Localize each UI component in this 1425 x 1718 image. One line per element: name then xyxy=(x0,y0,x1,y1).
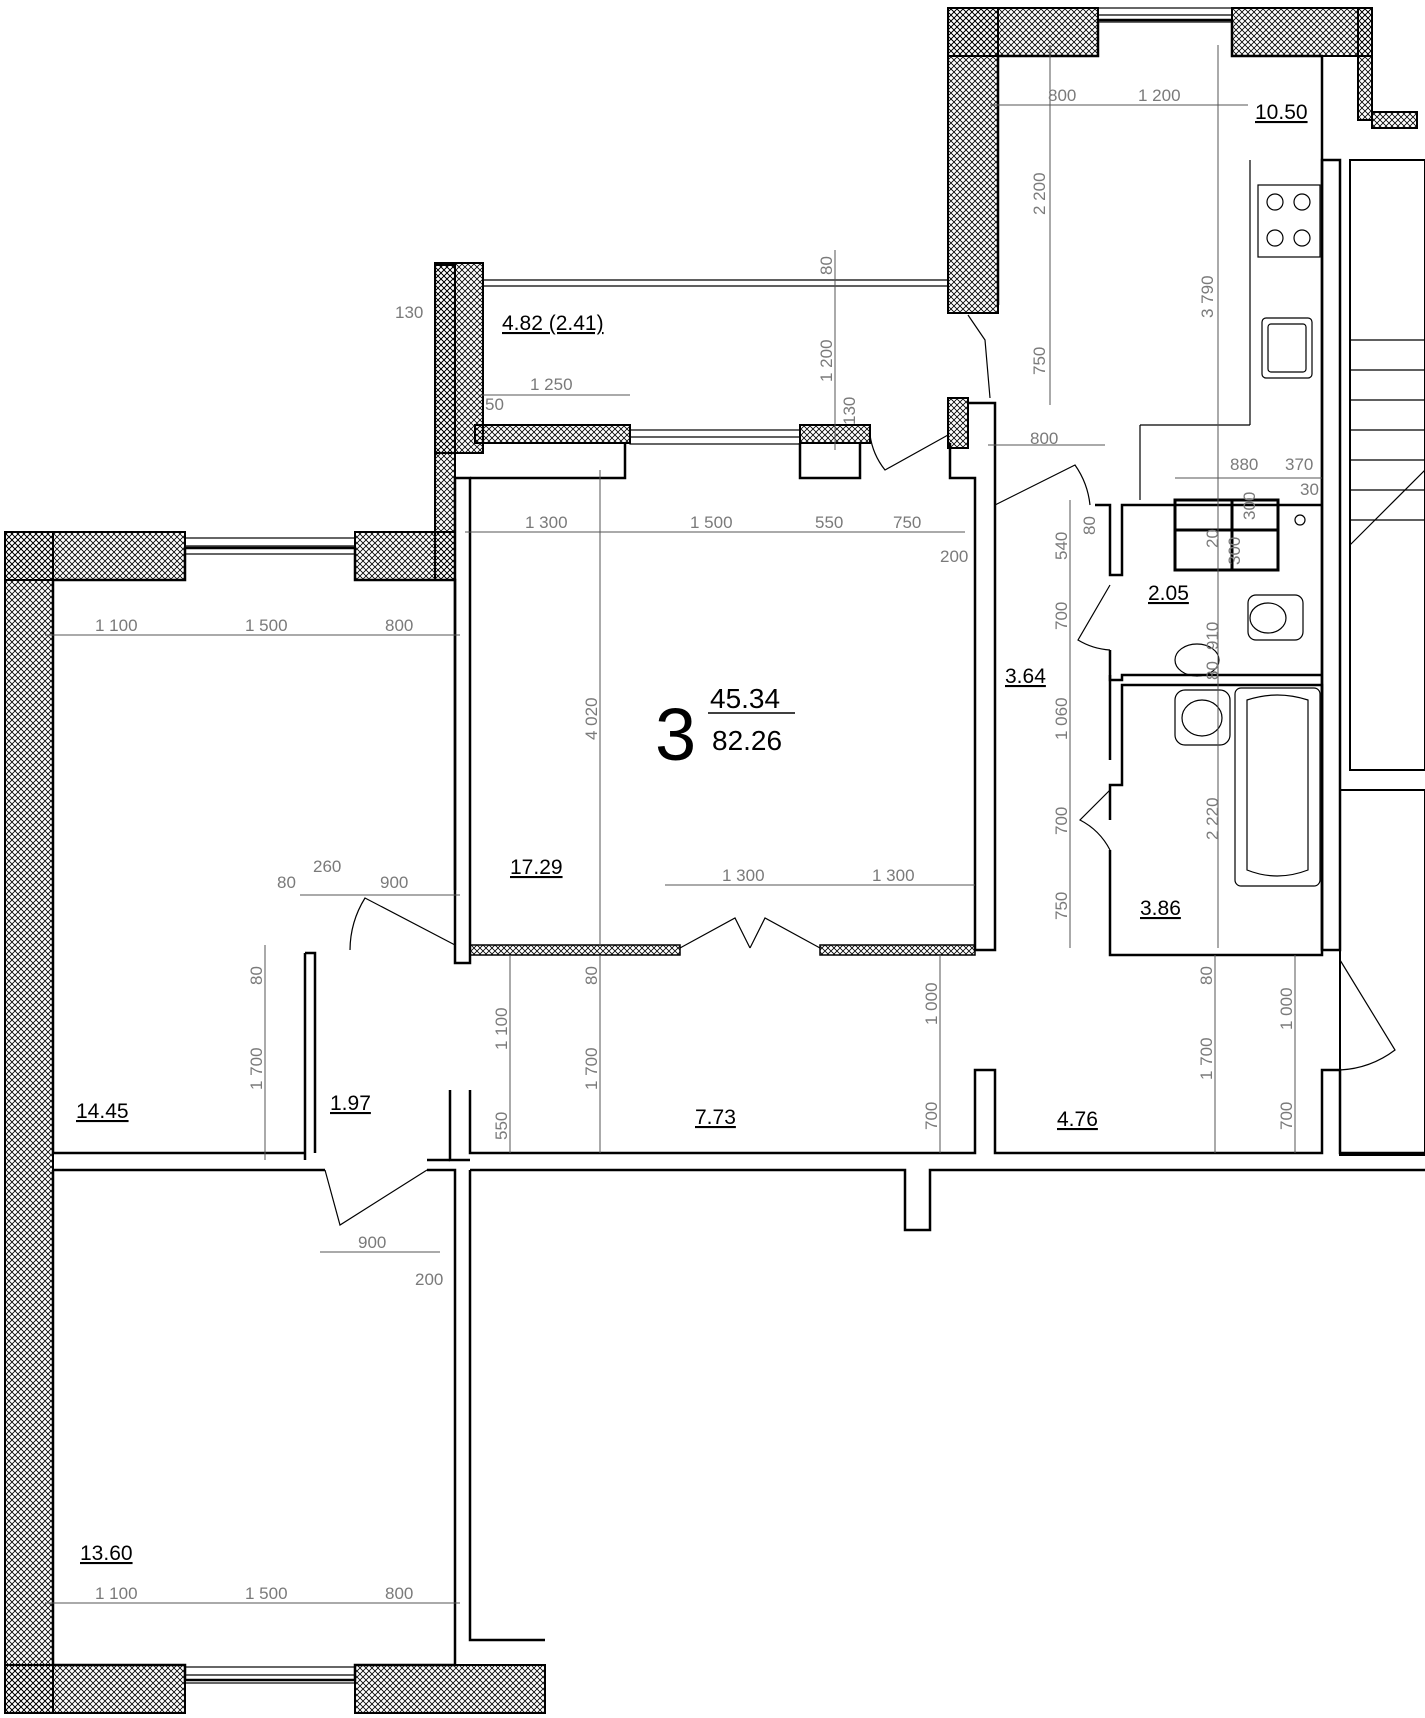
dimension-labels: 800 1 200 2 200 750 3 790 130 80 1 200 1… xyxy=(95,86,1319,1603)
svg-text:80: 80 xyxy=(247,966,266,985)
bathtub-icon xyxy=(1234,687,1321,887)
svg-text:540: 540 xyxy=(1052,532,1071,560)
bath-sink-icon xyxy=(1174,689,1231,746)
stair-steps xyxy=(1349,339,1425,546)
exterior-walls xyxy=(4,7,1418,1714)
svg-text:1 100: 1 100 xyxy=(95,1584,138,1603)
svg-text:700: 700 xyxy=(922,1102,941,1130)
svg-text:880: 880 xyxy=(1230,455,1258,474)
svg-text:80: 80 xyxy=(277,873,296,892)
svg-text:1 250: 1 250 xyxy=(530,375,573,394)
room-area-labels: 10.50 4.82 (2.41) 17.29 14.45 13.60 1.97… xyxy=(76,101,1308,1565)
living-room-area: 17.29 xyxy=(510,856,563,879)
svg-text:20: 20 xyxy=(1203,529,1222,548)
svg-text:1 300: 1 300 xyxy=(722,866,765,885)
svg-text:130: 130 xyxy=(840,397,859,425)
sink-icon xyxy=(1261,317,1313,379)
toilet-area: 2.05 xyxy=(1148,582,1189,605)
svg-text:80: 80 xyxy=(817,256,836,275)
svg-text:1 300: 1 300 xyxy=(872,866,915,885)
balcony-area: 4.82 (2.41) xyxy=(502,312,604,335)
apartment-number: 3 xyxy=(655,693,696,776)
svg-text:1 700: 1 700 xyxy=(1197,1037,1216,1080)
windows xyxy=(184,7,1233,1684)
svg-text:800: 800 xyxy=(385,616,413,635)
svg-text:300: 300 xyxy=(1240,492,1259,520)
bedroom-2-area: 13.60 xyxy=(80,1542,133,1565)
svg-text:800: 800 xyxy=(385,1584,413,1603)
svg-text:1 200: 1 200 xyxy=(817,339,836,382)
svg-text:550: 550 xyxy=(492,1112,511,1140)
dimension-lines xyxy=(45,45,1322,1604)
svg-text:910: 910 xyxy=(1203,622,1222,650)
svg-text:1 700: 1 700 xyxy=(582,1047,601,1090)
svg-text:900: 900 xyxy=(380,873,408,892)
wc-sink-icon xyxy=(1174,643,1220,677)
corridor-area: 7.73 xyxy=(695,1106,736,1129)
svg-text:700: 700 xyxy=(1052,807,1071,835)
svg-text:1 500: 1 500 xyxy=(245,616,288,635)
svg-text:1 100: 1 100 xyxy=(492,1007,511,1050)
svg-text:1 060: 1 060 xyxy=(1052,697,1071,740)
bedroom-1-area: 14.45 xyxy=(76,1100,129,1123)
svg-text:80: 80 xyxy=(1080,516,1099,535)
svg-text:1 700: 1 700 xyxy=(247,1047,266,1090)
svg-text:300: 300 xyxy=(1225,537,1244,565)
apartment-label: 3 45.34 82.26 xyxy=(655,683,795,776)
svg-text:1 500: 1 500 xyxy=(690,513,733,532)
svg-text:4 020: 4 020 xyxy=(582,697,601,740)
svg-text:50: 50 xyxy=(485,395,504,414)
bathroom-fixtures xyxy=(1173,498,1321,887)
svg-text:1 100: 1 100 xyxy=(95,616,138,635)
svg-text:750: 750 xyxy=(1030,347,1049,375)
toilet-icon xyxy=(1247,594,1304,641)
svg-text:1 200: 1 200 xyxy=(1138,86,1181,105)
svg-text:1 000: 1 000 xyxy=(922,982,941,1025)
svg-text:260: 260 xyxy=(313,857,341,876)
svg-text:370: 370 xyxy=(1285,455,1313,474)
svg-text:800: 800 xyxy=(1048,86,1076,105)
bathroom-area: 3.86 xyxy=(1140,897,1181,920)
stove-icon xyxy=(1257,184,1321,258)
svg-text:30: 30 xyxy=(1300,480,1319,499)
svg-text:1 000: 1 000 xyxy=(1277,987,1296,1030)
svg-text:750: 750 xyxy=(1052,892,1071,920)
svg-text:2 220: 2 220 xyxy=(1203,797,1222,840)
svg-text:3 790: 3 790 xyxy=(1198,275,1217,318)
svg-text:80: 80 xyxy=(582,966,601,985)
interior-walls xyxy=(51,18,1425,1682)
svg-text:130: 130 xyxy=(395,303,423,322)
svg-text:1 300: 1 300 xyxy=(525,513,568,532)
svg-text:80: 80 xyxy=(1197,966,1216,985)
apartment-total-area: 82.26 xyxy=(712,725,782,756)
apartment-living-area: 45.34 xyxy=(710,683,780,714)
svg-text:1 500: 1 500 xyxy=(245,1584,288,1603)
kitchen-area: 10.50 xyxy=(1255,101,1308,124)
closet-area: 1.97 xyxy=(330,1092,371,1115)
svg-text:700: 700 xyxy=(1052,602,1071,630)
svg-text:800: 800 xyxy=(1030,429,1058,448)
svg-text:80: 80 xyxy=(1203,661,1222,680)
hall-2-area: 3.64 xyxy=(1005,665,1046,688)
kitchen-fixtures xyxy=(1139,160,1321,500)
svg-text:200: 200 xyxy=(940,547,968,566)
svg-text:2 200: 2 200 xyxy=(1030,172,1049,215)
svg-text:550: 550 xyxy=(815,513,843,532)
svg-text:200: 200 xyxy=(415,1270,443,1289)
doors xyxy=(324,314,1396,1226)
svg-text:750: 750 xyxy=(893,513,921,532)
hall-area: 4.76 xyxy=(1057,1108,1098,1131)
svg-text:700: 700 xyxy=(1277,1102,1296,1130)
svg-text:900: 900 xyxy=(358,1233,386,1252)
